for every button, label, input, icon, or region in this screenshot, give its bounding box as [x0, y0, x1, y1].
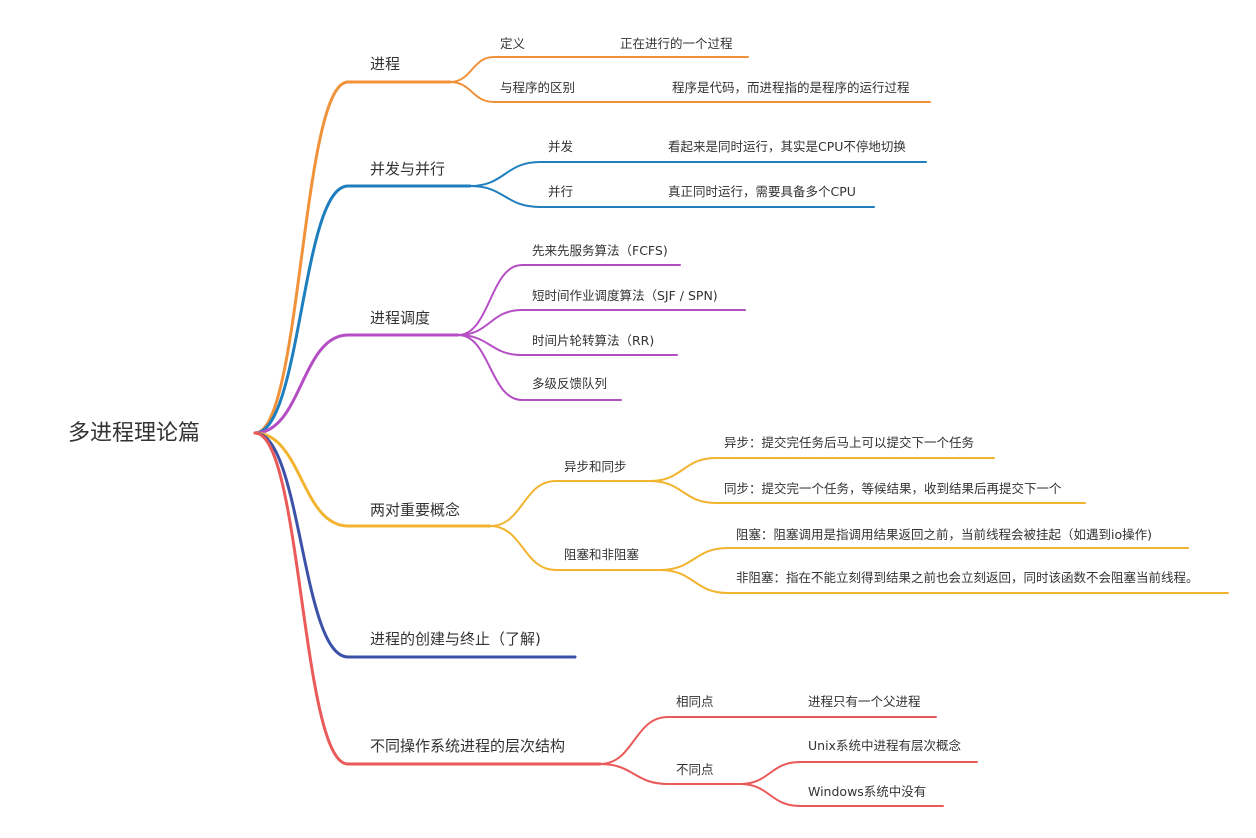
link-process-difference [449, 81, 495, 103]
topic-concurrency-parallelism[interactable]: 并发与并行 [370, 160, 446, 178]
leaf-windows-none[interactable]: Windows系统中没有 [808, 784, 927, 799]
subtopic-blocking-nonblocking[interactable]: 阻塞和非阻塞 [564, 547, 640, 562]
topic-process-scheduling[interactable]: 进程调度 [370, 309, 431, 327]
link-unix [739, 761, 801, 785]
link-blocking-leaf [659, 547, 729, 571]
link-root-branch-2 [253, 333, 350, 435]
topic-process-hierarchy[interactable]: 不同操作系统进程的层次结构 [370, 737, 566, 755]
link-nonblocking [659, 569, 729, 594]
link-root-branch-4 [253, 431, 350, 659]
link-sync [649, 480, 717, 504]
link-async [649, 457, 717, 482]
link-async-sync [489, 480, 557, 527]
link-concurrency [469, 161, 541, 187]
link-parallelism [469, 185, 541, 208]
link-scheduling-3 [457, 334, 523, 401]
leaf-blocking-text[interactable]: 阻塞：阻塞调用是指调用结果返回之前，当前线程会被挂起（如遇到io操作) [736, 527, 1152, 542]
topic-process-creation[interactable]: 进程的创建与终止（了解) [370, 630, 541, 648]
leaf-concurrency-text[interactable]: 看起来是同时运行，其实是CPU不停地切换 [668, 139, 906, 154]
link-similarities [599, 716, 669, 765]
link-root-branch-1 [253, 184, 350, 435]
subtopic-multilevel-feedback-queue[interactable]: 多级反馈队列 [532, 376, 608, 391]
subtopic-round-robin[interactable]: 时间片轮转算法（RR) [532, 333, 655, 348]
link-process-definition [449, 56, 495, 83]
leaf-sync-text[interactable]: 同步：提交完一个任务，等候结果，收到结果后再提交下一个 [724, 481, 1062, 496]
root-topic[interactable]: 多进程理论篇 [68, 421, 201, 446]
leaf-difference-text[interactable]: 程序是代码，而进程指的是程序的运行过程 [672, 80, 910, 95]
subtopic-definition[interactable]: 定义 [500, 36, 526, 51]
subtopic-concurrency[interactable]: 并发 [548, 139, 574, 154]
subtopic-sjf-spn[interactable]: 短时间作业调度算法（SJF / SPN) [532, 288, 718, 303]
subtopic-similarities[interactable]: 相同点 [676, 694, 714, 709]
link-root-branch-5 [253, 431, 350, 766]
subtopic-differences[interactable]: 不同点 [676, 762, 714, 777]
link-root-branch-3 [253, 431, 350, 528]
topic-process[interactable]: 进程 [370, 55, 401, 73]
leaf-nonblocking-text[interactable]: 非阻塞：指在不能立刻得到结果之前也会立刻返回，同时该函数不会阻塞当前线程。 [736, 570, 1199, 585]
link-windows [739, 783, 801, 807]
link-blocking [489, 525, 557, 571]
leaf-unix-hierarchy[interactable]: Unix系统中进程有层次概念 [808, 738, 961, 753]
leaf-parallelism-text[interactable]: 真正同时运行，需要具备多个CPU [668, 184, 856, 199]
leaf-definition-text[interactable]: 正在进行的一个过程 [620, 36, 733, 51]
link-scheduling-0 [457, 264, 523, 336]
topic-two-concepts[interactable]: 两对重要概念 [370, 501, 461, 519]
subtopic-fcfs[interactable]: 先来先服务算法（FCFS) [532, 243, 668, 258]
link-root-branch-0 [253, 80, 350, 435]
link-scheduling-1 [457, 309, 523, 336]
subtopic-parallelism[interactable]: 并行 [548, 184, 574, 199]
leaf-async-text[interactable]: 异步：提交完任务后马上可以提交下一个任务 [724, 435, 975, 450]
leaf-single-parent[interactable]: 进程只有一个父进程 [808, 694, 921, 709]
link-scheduling-2 [457, 334, 523, 356]
subtopic-async-sync[interactable]: 异步和同步 [564, 459, 627, 474]
link-differences [599, 763, 669, 785]
subtopic-difference-from-program[interactable]: 与程序的区别 [500, 80, 576, 95]
